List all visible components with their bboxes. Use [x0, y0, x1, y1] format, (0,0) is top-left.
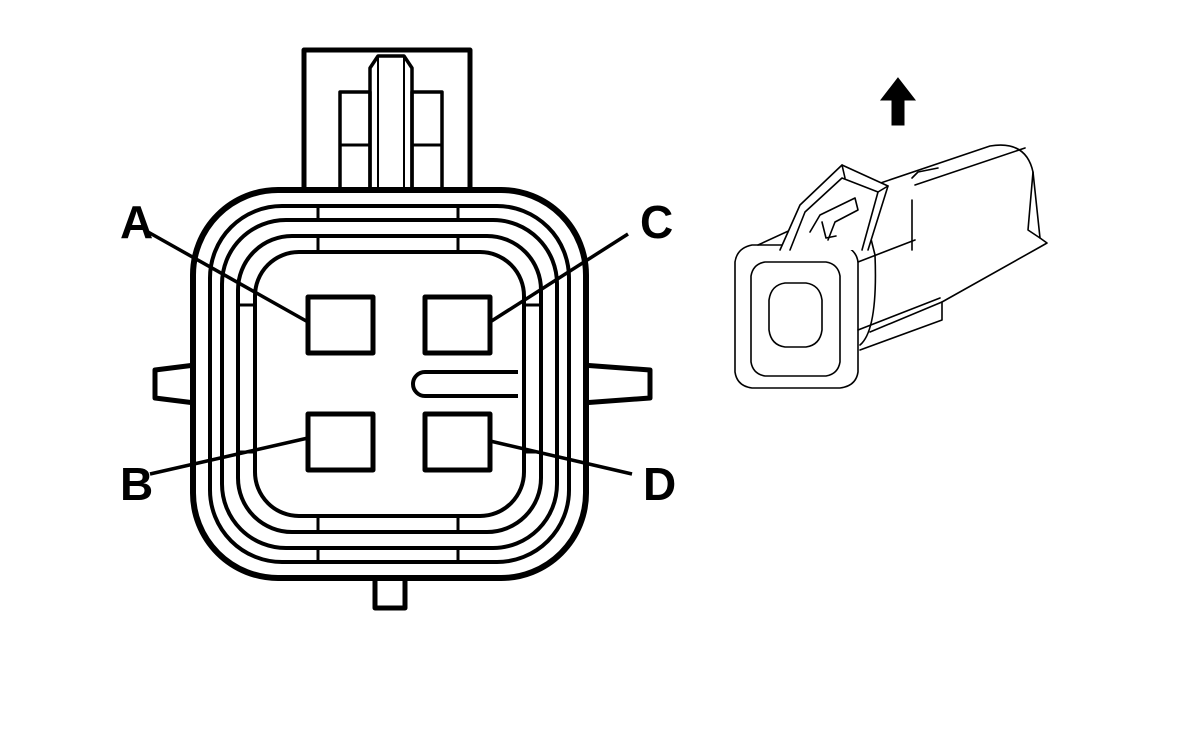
up-arrow-icon — [879, 77, 917, 126]
connector-face-view — [147, 47, 653, 611]
pin-cavity-c — [422, 294, 493, 356]
housing-shell — [190, 187, 589, 581]
locking-tab — [301, 47, 473, 194]
leader-lines — [147, 230, 633, 476]
pin-label-b: B — [120, 458, 153, 510]
connector-isometric-icon — [734, 144, 1048, 389]
pin-label-a: A — [120, 196, 153, 248]
polarization-key — [411, 370, 518, 398]
pin-label-d: D — [643, 458, 676, 510]
pin-cavity-a — [305, 294, 376, 356]
pin-cavity-d — [422, 411, 493, 473]
pin-cavity-b — [305, 411, 376, 473]
housing-ribs — [152, 362, 653, 611]
pin-label-c: C — [640, 196, 673, 248]
